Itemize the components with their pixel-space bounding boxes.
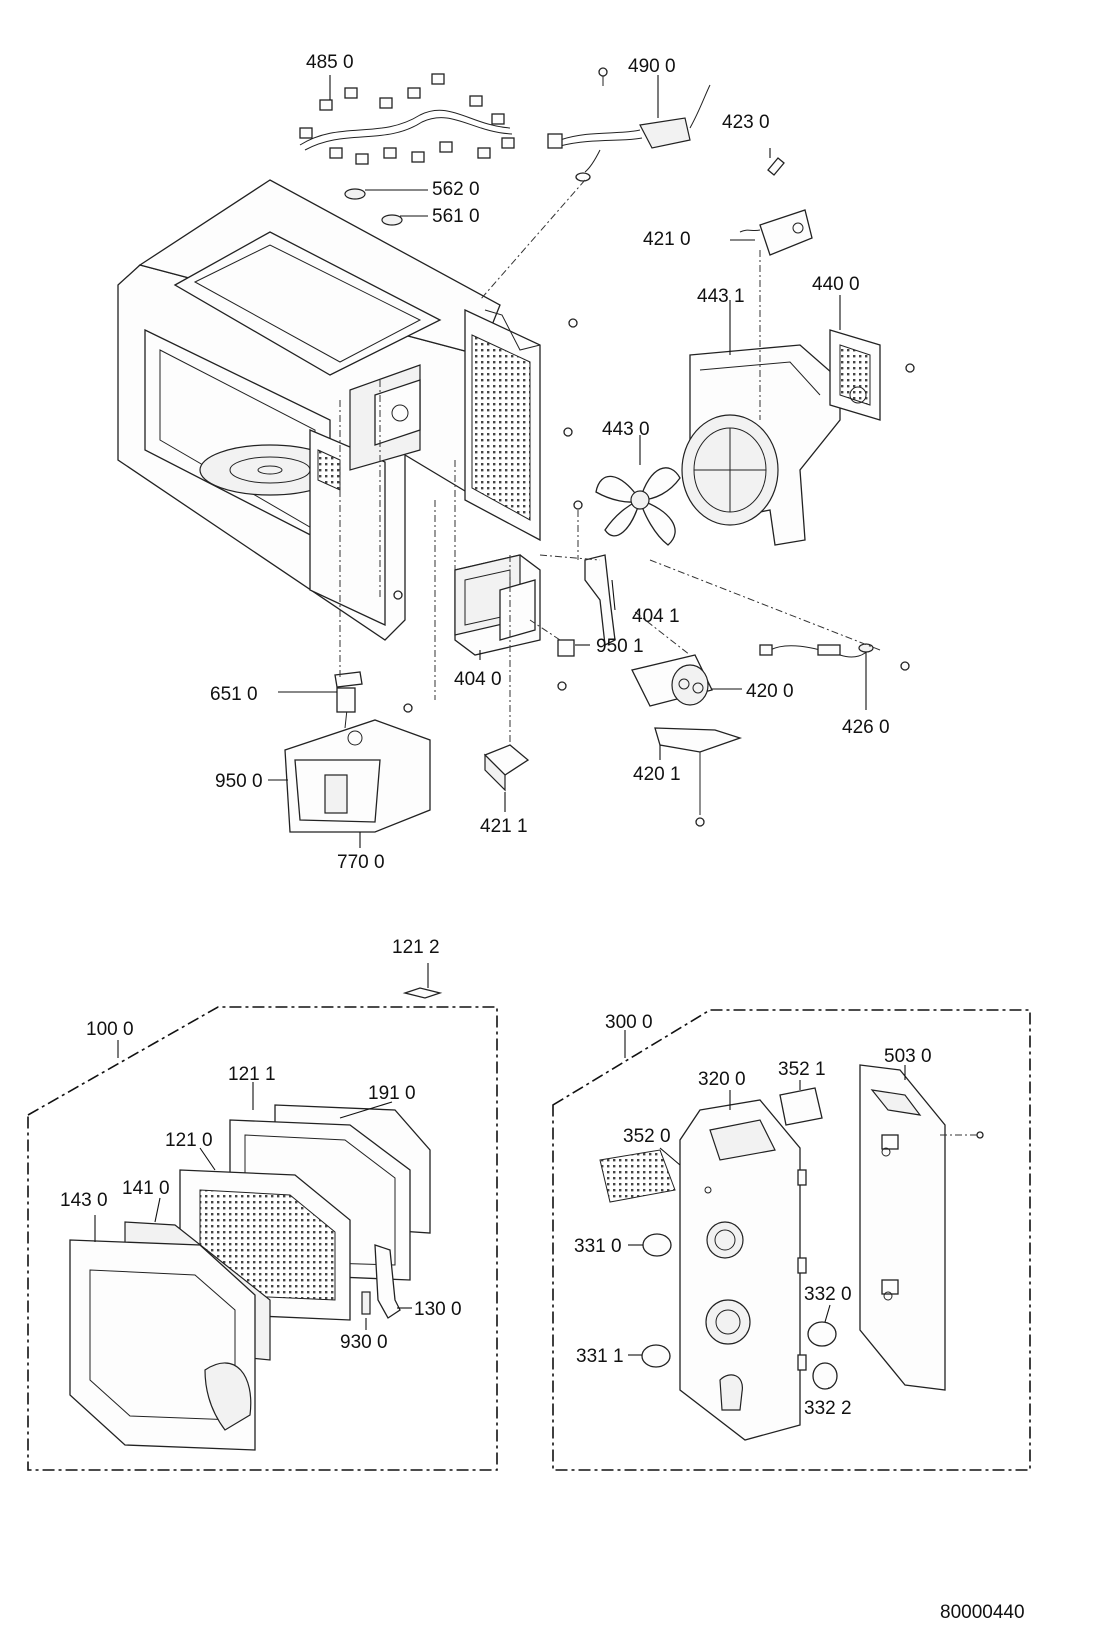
label-141-0: 141 0 [122, 1178, 170, 1199]
label-562-0: 562 0 [432, 179, 480, 200]
transformer-bracket [573, 500, 616, 646]
label-423-0: 423 0 [722, 112, 770, 133]
oven-cavity [117, 179, 501, 641]
thermal-cutouts [344, 188, 403, 226]
label-331-0: 331 0 [574, 1236, 622, 1257]
label-421-1: 421 1 [480, 816, 528, 837]
cord-clamp [547, 67, 711, 182]
capacitor-bracket [654, 727, 743, 827]
lamp-socket [334, 671, 363, 713]
label-950-0: 950 0 [215, 771, 263, 792]
side-panel [464, 308, 541, 542]
assembly-lines-top [339, 179, 881, 745]
label-130-0: 130 0 [414, 1299, 462, 1320]
label-950-1: 950 1 [596, 636, 644, 657]
label-121-0: 121 0 [165, 1130, 213, 1151]
label-485-0: 485 0 [306, 52, 354, 73]
label-930-0: 930 0 [340, 1332, 388, 1353]
door-assembly [27, 963, 498, 1471]
wiring-harness [299, 73, 515, 165]
fuse [767, 157, 785, 176]
label-440-0: 440 0 [812, 274, 860, 295]
label-503-0: 503 0 [884, 1046, 932, 1067]
control-panel-assembly [552, 1009, 1031, 1471]
label-332-0: 332 0 [804, 1284, 852, 1305]
label-320-0: 320 0 [698, 1069, 746, 1090]
label-352-0: 352 0 [623, 1126, 671, 1147]
magnetron-cover [284, 699, 431, 833]
transformer [454, 554, 541, 656]
leaders-top [268, 75, 867, 848]
document-number: 80000440 [940, 1602, 1025, 1623]
label-490-0: 490 0 [628, 56, 676, 77]
label-651-0: 651 0 [210, 684, 258, 705]
label-332-2: 332 2 [804, 1398, 852, 1419]
fan-housing [681, 344, 841, 546]
hv-diode [759, 643, 910, 671]
label-420-1: 420 1 [633, 764, 681, 785]
small-block [557, 639, 575, 657]
label-404-0: 404 0 [454, 669, 502, 690]
noise-filter-board [739, 209, 813, 256]
label-404-1: 404 1 [632, 606, 680, 627]
label-143-0: 143 0 [60, 1190, 108, 1211]
label-770-0: 770 0 [337, 852, 385, 873]
relay [483, 744, 530, 792]
label-426-0: 426 0 [842, 717, 890, 738]
label-443-0: 443 0 [602, 419, 650, 440]
fan-blade [595, 467, 681, 546]
label-100-0: 100 0 [86, 1019, 134, 1040]
label-561-0: 561 0 [432, 206, 480, 227]
part-labels: 485 0 490 0 423 0 562 0 561 0 421 0 443 … [60, 52, 1025, 1623]
screws [393, 318, 915, 713]
label-121-2: 121 2 [392, 937, 440, 958]
label-421-0: 421 0 [643, 229, 691, 250]
label-300-0: 300 0 [605, 1012, 653, 1033]
label-121-1: 121 1 [228, 1064, 276, 1085]
label-420-0: 420 0 [746, 681, 794, 702]
label-331-1: 331 1 [576, 1346, 624, 1367]
label-352-1: 352 1 [778, 1059, 826, 1080]
label-443-1: 443 1 [697, 286, 745, 307]
thermostat-bracket [829, 329, 881, 421]
label-191-0: 191 0 [368, 1083, 416, 1104]
capacitor [631, 654, 713, 707]
